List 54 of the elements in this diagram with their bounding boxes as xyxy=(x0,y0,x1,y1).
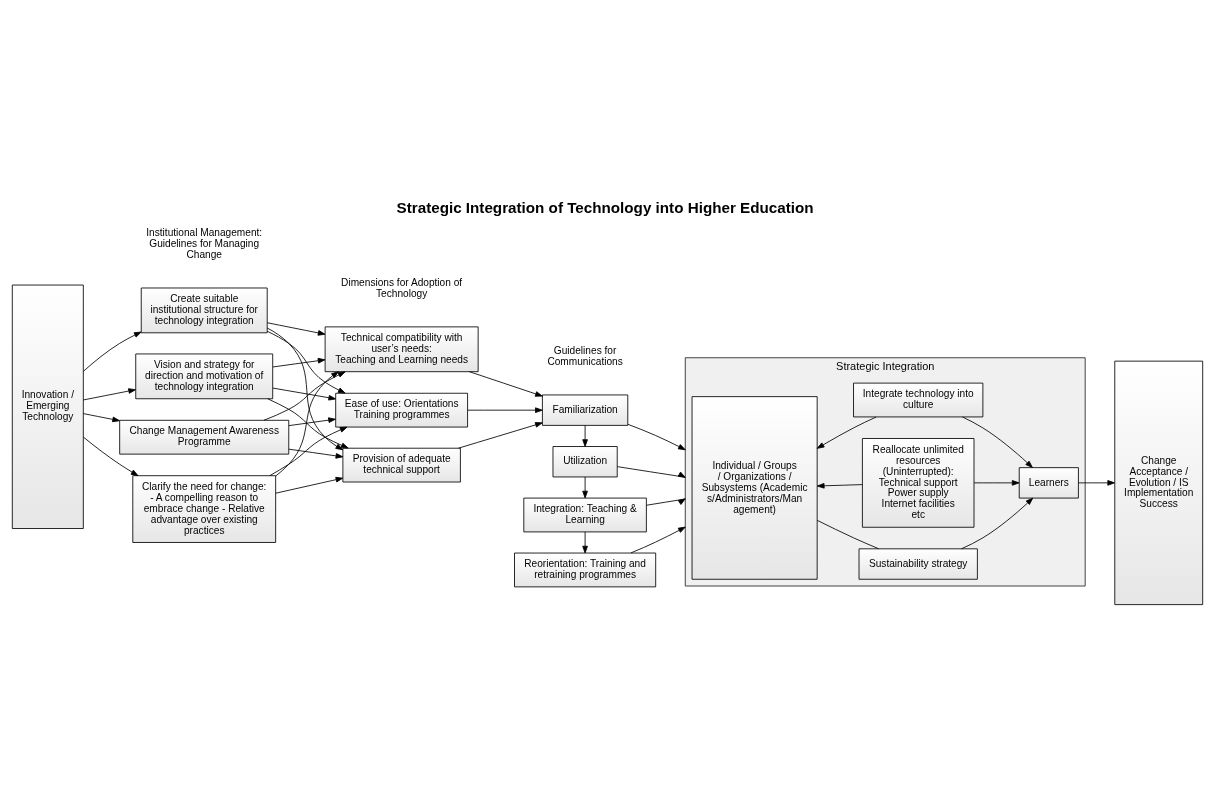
node-box: Individual / Groups / Organizations / Subsystems (Academics/Administrators/Management) xyxy=(691,396,818,580)
arrow xyxy=(467,407,543,413)
node-box: Reallocate unlimited resources (Uninterrupted): Technical support Power supply Internet facilities etc xyxy=(861,438,975,528)
arrow xyxy=(272,357,326,368)
arrow xyxy=(1078,480,1115,486)
arrow xyxy=(263,371,346,421)
arrow xyxy=(275,371,339,477)
arrow xyxy=(82,388,136,401)
arrow xyxy=(288,417,336,427)
node-box: Familiarization xyxy=(541,394,629,426)
node-box: Sustainability strategy xyxy=(858,548,978,580)
arrow xyxy=(82,413,120,423)
node-box: Reorientation: Training and retraining programmes xyxy=(514,552,657,588)
node-box: Learners xyxy=(1018,467,1079,499)
arrow xyxy=(266,330,346,394)
node-box: Vision and strategy for direction and motivation of technology integration xyxy=(135,353,274,400)
arrow xyxy=(266,327,344,451)
node-box: Change Acceptance / Evolution / IS Implementation Success xyxy=(1114,360,1204,606)
node-box: Technical compatibility with user’s needs: Teaching and Learning needs xyxy=(324,326,479,373)
arrow xyxy=(83,436,139,477)
arrow xyxy=(816,416,877,449)
node-box: Create suitable institutional structure for technology integration xyxy=(140,287,268,334)
arrow xyxy=(272,387,337,401)
arrow xyxy=(468,371,543,397)
node-box: Clarify the need for change: - A compelling reason to embrace change - Relative advantage over existing practices xyxy=(132,475,277,543)
node-box: Utilization xyxy=(552,446,618,478)
arrow xyxy=(627,423,686,451)
arrow xyxy=(582,476,588,499)
arrow xyxy=(269,426,348,477)
node-box: Innovation / Emerging Technology xyxy=(11,284,84,529)
arrow xyxy=(582,531,588,554)
label: Institutional Management: Guidelines for Managing Change xyxy=(146,227,263,261)
node-box: Change Management Awareness Programme xyxy=(119,419,290,455)
arrow xyxy=(267,398,349,449)
arrow xyxy=(275,476,344,494)
label: Dimensions for Adoption of Technology xyxy=(341,276,463,299)
node-box: Integrate technology into culture xyxy=(853,382,984,418)
arrow xyxy=(646,498,686,506)
arrow xyxy=(973,480,1020,486)
diagram-title: Strategic Integration of Technology into Higher Education xyxy=(396,199,814,217)
node-box: Integration: Teaching & Learning xyxy=(523,497,647,533)
label: Guidelines for Communications xyxy=(547,345,623,368)
arrow xyxy=(617,466,686,478)
arrow xyxy=(83,331,142,372)
node-box: Ease of use: Orientations Training programmes xyxy=(335,392,468,428)
arrow xyxy=(816,483,863,489)
arrow xyxy=(961,497,1034,550)
arrow xyxy=(962,416,1033,468)
connector xyxy=(816,519,880,550)
arrow xyxy=(288,448,344,459)
arrow xyxy=(266,322,326,336)
node-box: Provision of adequate technical support xyxy=(342,447,461,483)
arrow xyxy=(458,422,543,449)
arrow xyxy=(582,425,588,447)
